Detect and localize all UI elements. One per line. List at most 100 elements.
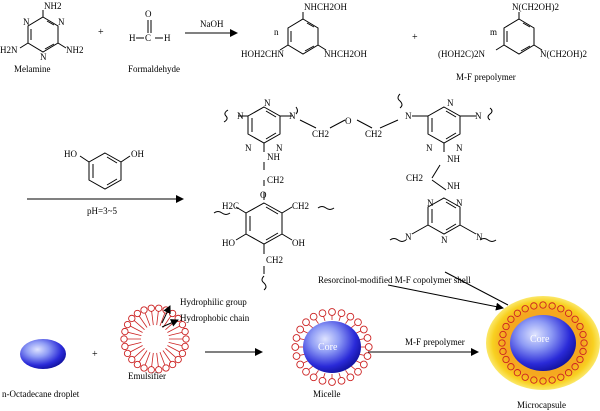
product-n-coef: n [274, 27, 279, 37]
shell-to-capsule-arrow-2 [444, 271, 509, 306]
melamine-n2: N [23, 17, 30, 27]
capsule-head [507, 315, 515, 323]
shell-n-r6: N [427, 198, 434, 208]
capsule-core [510, 315, 576, 371]
shell-ho: HO [222, 238, 235, 248]
capsule-core-label: Core [530, 334, 550, 345]
octadecane-droplet [20, 339, 66, 369]
copolymer-right-unit [389, 93, 497, 242]
emulsifier-head [182, 335, 190, 343]
emulsifier-head [147, 304, 155, 312]
micelle-head [363, 334, 372, 342]
capsule-head [579, 347, 587, 356]
micelle-head [364, 343, 373, 351]
micelle-head [354, 367, 362, 376]
microcapsule-structure [498, 301, 588, 385]
shell-ch2-e: CH2 [266, 255, 283, 265]
capsule-head [571, 315, 579, 323]
micelle-head [346, 373, 355, 382]
formaldehyde-label: Formaldehyde [128, 64, 180, 74]
micelle-head [328, 308, 336, 316]
capsule-head [521, 305, 529, 313]
shell-n-r8: N [441, 235, 448, 245]
encapsulation-arrow-label: M-F prepolymer [405, 337, 465, 347]
melamine-nh2-top: NH2 [44, 1, 62, 11]
emulsifier-head [128, 314, 136, 323]
micelle-head [354, 318, 362, 327]
product-m-structure [495, 12, 543, 55]
capsule-head [548, 376, 556, 384]
emulsifier-head [168, 309, 177, 318]
product-m-top: N(CH2OH)2 [512, 2, 559, 12]
emulsifier-head [123, 349, 132, 358]
emulsifier-head [147, 366, 155, 374]
capsule-head [548, 302, 556, 310]
capsule-head [576, 355, 584, 364]
emulsifier-head [123, 320, 132, 329]
shell-ch2-d: CH2 [292, 201, 309, 211]
emulsifier-label: Emulsifier [128, 371, 166, 381]
emulsifier-head [128, 355, 136, 364]
emulsifier-head [140, 306, 148, 314]
shell-n-r4: N [426, 143, 433, 153]
capsule-head [557, 373, 565, 381]
emulsifier-head [178, 320, 187, 329]
product-n-top: NHCH2OH [304, 2, 348, 12]
shell-n-r10: N [476, 232, 483, 242]
capsule-head [539, 301, 547, 309]
capsule-head [502, 355, 510, 364]
shell-n-r3: N [447, 98, 454, 108]
hydrophobic-label: Hydrophobic chain [180, 313, 250, 323]
shell-n-r1: N [405, 111, 412, 121]
melamine-h2n-left: H2N [0, 45, 18, 55]
melamine-n3: N [40, 52, 47, 62]
copolymer-left-unit [223, 106, 399, 200]
resorcinol-ho: HO [64, 149, 77, 159]
micelle-head [363, 352, 372, 360]
micelle-head [318, 376, 327, 385]
melamine-n1: N [58, 17, 65, 27]
capsule-head [498, 339, 506, 347]
shell-ch2-a: CH2 [312, 129, 329, 139]
shell-n-right: N [289, 111, 296, 121]
shell-ch2-c: CH2 [267, 175, 284, 185]
emulsifier-head [181, 342, 189, 351]
shell-n-r9: N [405, 232, 412, 242]
micelle-structure [291, 308, 373, 386]
shell-oh: OH [292, 238, 305, 248]
capsule-head [564, 309, 573, 317]
capsule-head [579, 330, 587, 339]
emulsifier-head [120, 335, 128, 343]
capsule-head [530, 376, 538, 384]
microcapsule-label: Microcapsule [517, 400, 566, 410]
plus-sign-1: + [98, 27, 104, 38]
capsule-head [530, 302, 538, 310]
ph-condition: pH=3~5 [87, 206, 117, 216]
emulsifier-head [162, 364, 170, 372]
capsule-head [499, 330, 507, 339]
micelle-head [337, 376, 346, 385]
micelle-head [292, 334, 301, 342]
melamine-structure [19, 10, 67, 53]
shell-n-r5: N [456, 143, 463, 153]
emulsifier-head [121, 327, 129, 336]
emulsifier-head [133, 360, 142, 369]
shell-ch2-f: CH2 [406, 173, 423, 183]
shell-to-capsule-arrow-1 [387, 284, 504, 311]
shell-o-bridge: O [345, 116, 352, 126]
droplet-label: n-Octadecane droplet [2, 389, 80, 399]
micelle-head [359, 360, 368, 369]
shell-nh-right-1: NH [447, 154, 460, 164]
hydrophobic-pointer [161, 319, 179, 328]
naoh-label: NaOH [200, 19, 224, 29]
shell-n-br: N [276, 143, 283, 153]
capsule-head [580, 339, 588, 347]
emulsifier-head [174, 355, 182, 364]
emulsifier-head [133, 309, 142, 318]
shell-label: Resorcinol-modified M-F copolymer shell [318, 275, 471, 285]
shell-nh-right-2: NH [447, 181, 460, 191]
product-m-coef: m [490, 27, 497, 37]
resorcinol-oh: OH [131, 149, 144, 159]
product-m-right: N(CH2OH)2 [540, 49, 587, 59]
resorcinol-structure [79, 152, 131, 190]
